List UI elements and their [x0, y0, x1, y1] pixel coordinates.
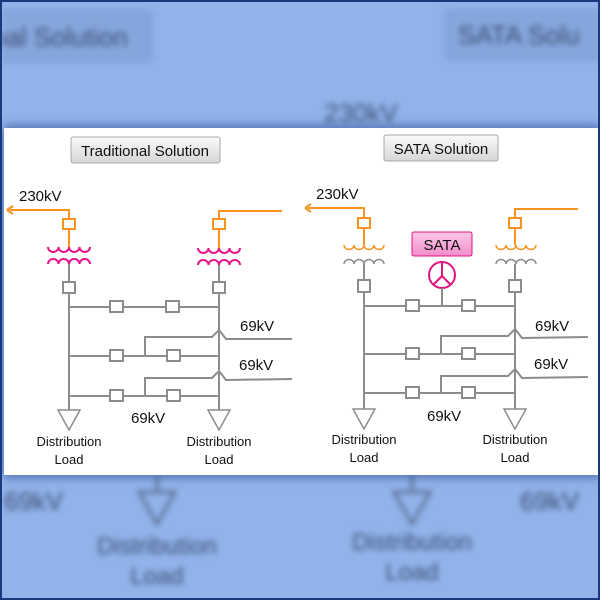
sata-box: SATA	[411, 231, 473, 257]
load-icon	[206, 409, 232, 432]
load-label: Distribution	[186, 434, 251, 449]
hv-label: 230kV	[19, 188, 62, 205]
transformer-icon	[343, 244, 385, 265]
load-icon	[351, 408, 377, 431]
bus-breaker	[109, 300, 124, 313]
load-label: Load	[205, 452, 234, 467]
lv-breaker	[508, 279, 522, 293]
bus-breaker	[461, 386, 476, 399]
comparison-diagram: Traditional Solution 230kV	[6, 134, 589, 467]
load-label: Load	[350, 450, 379, 465]
bus-breaker	[109, 389, 124, 402]
traditional-title-box: Traditional Solution	[70, 136, 221, 164]
bus-label: 69kV	[131, 410, 165, 427]
bus-breaker	[461, 347, 476, 360]
bg-load-label: Load	[385, 559, 438, 586]
hv-breaker-right	[508, 217, 522, 229]
bus-breaker	[405, 386, 420, 399]
diagram-panel: Traditional Solution 230kV	[4, 128, 598, 475]
lv-breaker	[62, 281, 76, 294]
transformer-icon	[197, 247, 241, 266]
lv-network	[363, 264, 589, 409]
transformer-icon	[47, 246, 91, 265]
sata-converter-icon	[428, 261, 456, 289]
bus-breaker	[109, 349, 124, 362]
bus-breaker	[405, 347, 420, 360]
load-label: Load	[501, 450, 530, 465]
bg-text-69kv-left: 69kV	[4, 486, 64, 516]
feeder-label: 69kV	[240, 318, 274, 335]
load-label: Distribution	[482, 432, 547, 447]
hv-breaker-left	[62, 218, 76, 230]
feeder-label: 69kV	[239, 357, 273, 374]
lv-breaker	[212, 281, 226, 294]
bus-breaker	[405, 299, 420, 312]
bg-text-69kv-right: 69kV	[520, 486, 580, 516]
bus-breaker	[461, 299, 476, 312]
traditional-title: Traditional Solution	[81, 143, 209, 160]
bg-text-230kv: 230kV	[324, 98, 398, 128]
bus-breaker	[166, 389, 181, 402]
sata-title-box: SATA Solution	[383, 134, 499, 162]
sata-label: SATA	[424, 237, 461, 254]
bg-load-label: Distribution	[352, 529, 472, 556]
load-label: Load	[55, 452, 84, 467]
hv-breaker-right	[212, 218, 226, 230]
bus-breaker	[166, 349, 181, 362]
load-label: Distribution	[36, 434, 101, 449]
transformer-icon	[495, 244, 537, 265]
lv-network	[68, 264, 293, 410]
bus-breaker	[165, 300, 180, 313]
bg-text-traditional: nal Solution	[2, 22, 128, 52]
sata-solution-diagram: SATA Solution 230kV	[304, 134, 589, 465]
bg-load-icon	[391, 490, 433, 528]
traditional-solution-diagram: Traditional Solution 230kV	[6, 136, 293, 467]
hv-lines	[304, 203, 578, 245]
bg-load-icon	[136, 490, 178, 528]
bg-text-sata: SATA Solu	[458, 20, 580, 50]
sata-title: SATA Solution	[394, 141, 489, 158]
bg-load-label: Load	[130, 563, 183, 590]
hv-lines	[6, 205, 282, 248]
feeder-label: 69kV	[535, 318, 569, 335]
hv-label: 230kV	[316, 186, 359, 203]
hv-breaker-left	[357, 217, 371, 229]
bg-load-label: Distribution	[97, 533, 217, 560]
load-label: Distribution	[331, 432, 396, 447]
bus-label: 69kV	[427, 408, 461, 425]
load-icon	[56, 409, 82, 432]
load-icon	[502, 408, 528, 431]
feeder-label: 69kV	[534, 356, 568, 373]
lv-breaker	[357, 279, 371, 293]
